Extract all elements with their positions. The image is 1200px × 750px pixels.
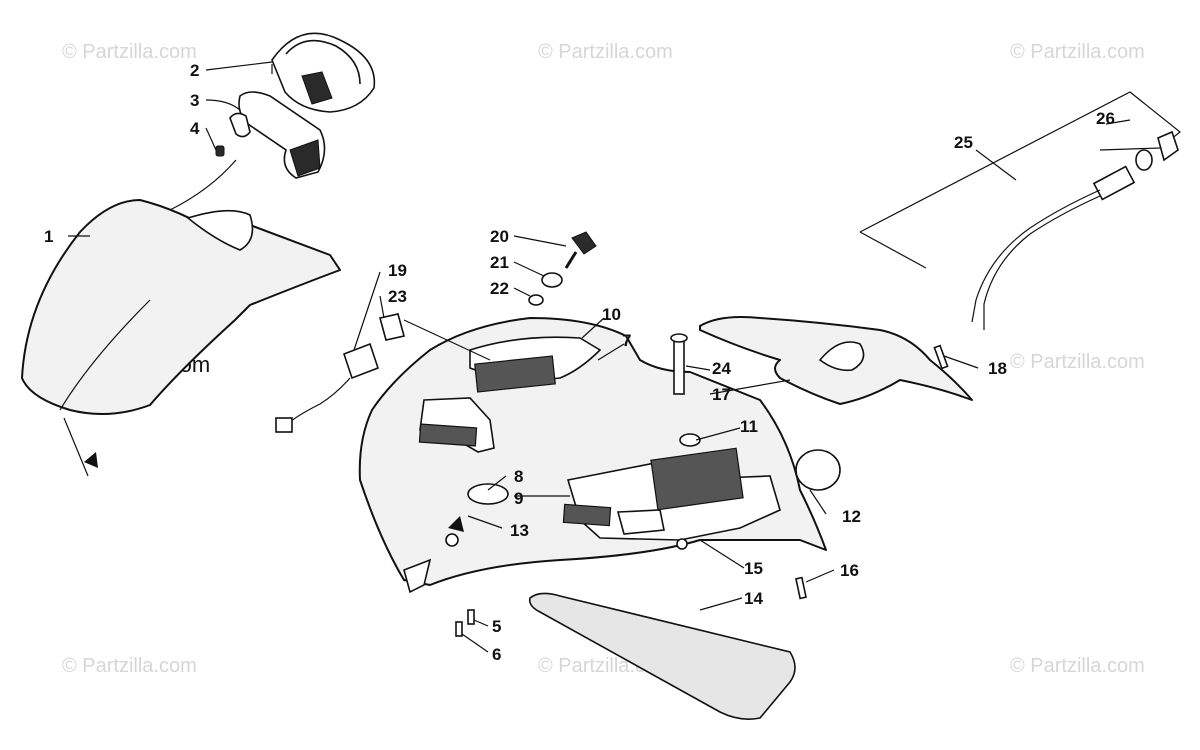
watermark-top-left: © Partzilla.com — [62, 41, 197, 63]
watermark-top-right: © Partzilla.com — [1010, 41, 1145, 63]
callout-12: 12 — [842, 507, 861, 526]
screw-part-16 — [795, 576, 807, 600]
arrow-marker-left — [84, 452, 98, 468]
key-set-part — [528, 231, 597, 306]
arrow-marker-center — [448, 516, 464, 532]
throttle-cable-part — [859, 91, 1181, 330]
callout-23: 23 — [388, 287, 407, 306]
callout-18: 18 — [988, 359, 1007, 378]
callout-22: 22 — [490, 279, 509, 298]
callout-16: 16 — [840, 561, 859, 580]
callout-25: 25 — [954, 133, 973, 152]
callout-15: 15 — [744, 559, 763, 578]
callout-20: 20 — [490, 227, 509, 246]
hood-part — [21, 199, 341, 477]
callouts: 1 2 3 4 5 6 7 8 9 10 11 12 13 14 15 16 1… — [44, 61, 1115, 664]
callout-13: 13 — [510, 521, 529, 540]
callout-5: 5 — [492, 617, 501, 636]
callout-21: 21 — [490, 253, 509, 272]
callout-3: 3 — [190, 91, 199, 110]
watermark-top-center: © Partzilla.com — [538, 41, 673, 63]
callout-2: 2 — [190, 61, 199, 80]
watermark-bottom-left: © Partzilla.com — [62, 655, 197, 677]
main-console-part — [358, 317, 841, 594]
rear-cover-part — [699, 316, 973, 405]
watermark-mid-right: © Partzilla.com — [1010, 351, 1145, 373]
callout-9: 9 — [514, 489, 523, 508]
callout-1: 1 — [44, 227, 53, 246]
switch-harness-part — [275, 313, 405, 433]
callout-4: 4 — [190, 119, 200, 138]
leader-lines — [68, 61, 1131, 653]
callout-24: 24 — [712, 359, 731, 378]
watermark-bottom-right: © Partzilla.com — [1010, 655, 1145, 677]
gauge-bracket-part — [229, 91, 326, 179]
screw-part-18 — [933, 344, 949, 370]
callout-8: 8 — [514, 467, 523, 486]
callout-10: 10 — [602, 305, 621, 324]
foam-pad-part — [528, 592, 796, 720]
callout-19: 19 — [388, 261, 407, 280]
bolt-part-24 — [670, 333, 688, 395]
callout-6: 6 — [492, 645, 501, 664]
screw-part-4 — [215, 145, 225, 157]
callout-26: 26 — [1096, 109, 1115, 128]
callout-14: 14 — [744, 589, 763, 608]
screws-part-5-6 — [455, 609, 475, 637]
callout-11: 11 — [740, 417, 758, 436]
gauge-part — [271, 32, 376, 113]
callout-17: 17 — [712, 385, 731, 404]
callout-7: 7 — [622, 331, 631, 350]
